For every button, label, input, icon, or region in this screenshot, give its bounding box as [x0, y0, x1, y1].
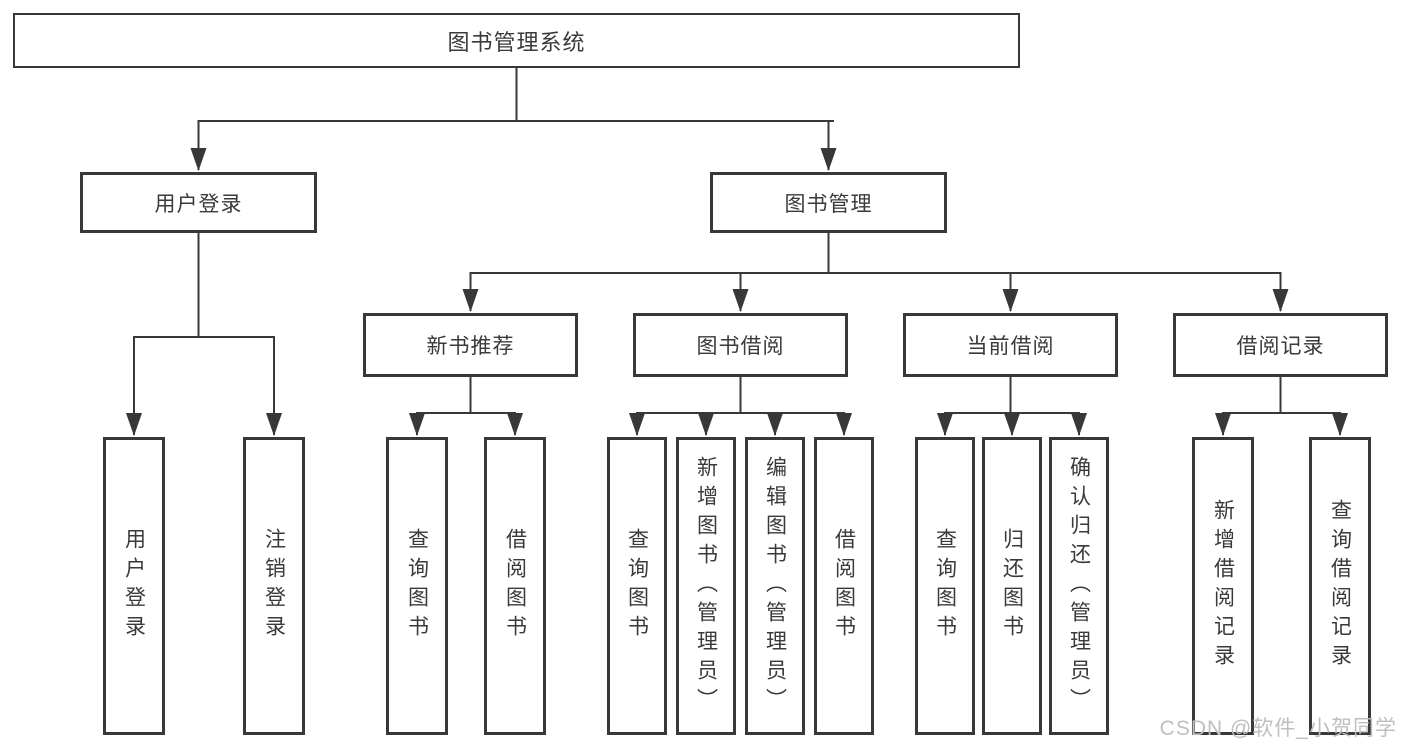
leaf-label: 归还图书 — [1000, 528, 1024, 644]
leaf-label: 新增借阅记录 — [1211, 499, 1235, 673]
leaf-label: 新增图书（管理员） — [694, 455, 718, 717]
node-current-borrow: 当前借阅 — [903, 313, 1118, 377]
node-leaf-query-borrow-record: 查询借阅记录 — [1309, 437, 1371, 735]
leaf-label: 用户登录 — [122, 528, 146, 644]
node-leaf-query-books-1: 查询图书 — [386, 437, 448, 735]
node-leaf-query-books-2: 查询图书 — [607, 437, 667, 735]
csdn-watermark: CSDN @软件_小贺同学 — [1159, 717, 1397, 740]
node-leaf-user-login: 用户登录 — [103, 437, 165, 735]
node-new-book-recommend: 新书推荐 — [363, 313, 578, 377]
node-leaf-add-books-admin: 新增图书（管理员） — [676, 437, 736, 735]
leaf-label: 编辑图书（管理员） — [763, 455, 787, 717]
node-leaf-confirm-return-admin: 确认归还（管理员） — [1049, 437, 1109, 735]
node-leaf-add-borrow-record: 新增借阅记录 — [1192, 437, 1254, 735]
node-book-management: 图书管理 — [710, 172, 947, 233]
node-leaf-borrow-books-2: 借阅图书 — [814, 437, 874, 735]
node-leaf-edit-books-admin: 编辑图书（管理员） — [745, 437, 805, 735]
node-leaf-return-books: 归还图书 — [982, 437, 1042, 735]
leaf-label: 查询借阅记录 — [1328, 499, 1352, 673]
node-book-borrow: 图书借阅 — [633, 313, 848, 377]
leaf-label: 确认归还（管理员） — [1067, 455, 1091, 717]
node-leaf-query-books-3: 查询图书 — [915, 437, 975, 735]
node-leaf-borrow-books-1: 借阅图书 — [484, 437, 546, 735]
leaf-label: 借阅图书 — [832, 528, 856, 644]
leaf-label: 注销登录 — [262, 528, 286, 644]
node-root-system: 图书管理系统 — [13, 13, 1020, 68]
leaf-label: 查询图书 — [625, 528, 649, 644]
leaf-label: 查询图书 — [405, 528, 429, 644]
leaf-label: 查询图书 — [933, 528, 957, 644]
node-borrow-records: 借阅记录 — [1173, 313, 1388, 377]
node-leaf-logout: 注销登录 — [243, 437, 305, 735]
leaf-label: 借阅图书 — [503, 528, 527, 644]
node-user-login: 用户登录 — [80, 172, 317, 233]
